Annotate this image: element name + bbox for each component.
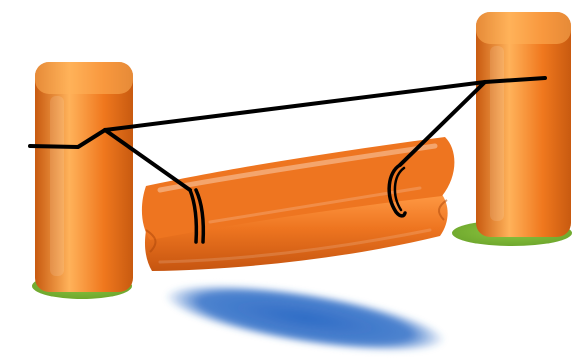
rope-tie-left xyxy=(28,128,107,149)
beam xyxy=(141,137,455,271)
post-left xyxy=(35,62,133,292)
rope-tie-right xyxy=(483,76,547,84)
rope-diagonal-left xyxy=(103,128,192,192)
post-right xyxy=(476,12,571,237)
rope-diagonal-right xyxy=(398,80,487,167)
rope-loop-right xyxy=(387,163,407,218)
ground-shadow xyxy=(164,284,446,352)
rope-system xyxy=(28,76,547,244)
rope-loop-left xyxy=(188,188,199,244)
rope-top-span xyxy=(103,80,487,132)
